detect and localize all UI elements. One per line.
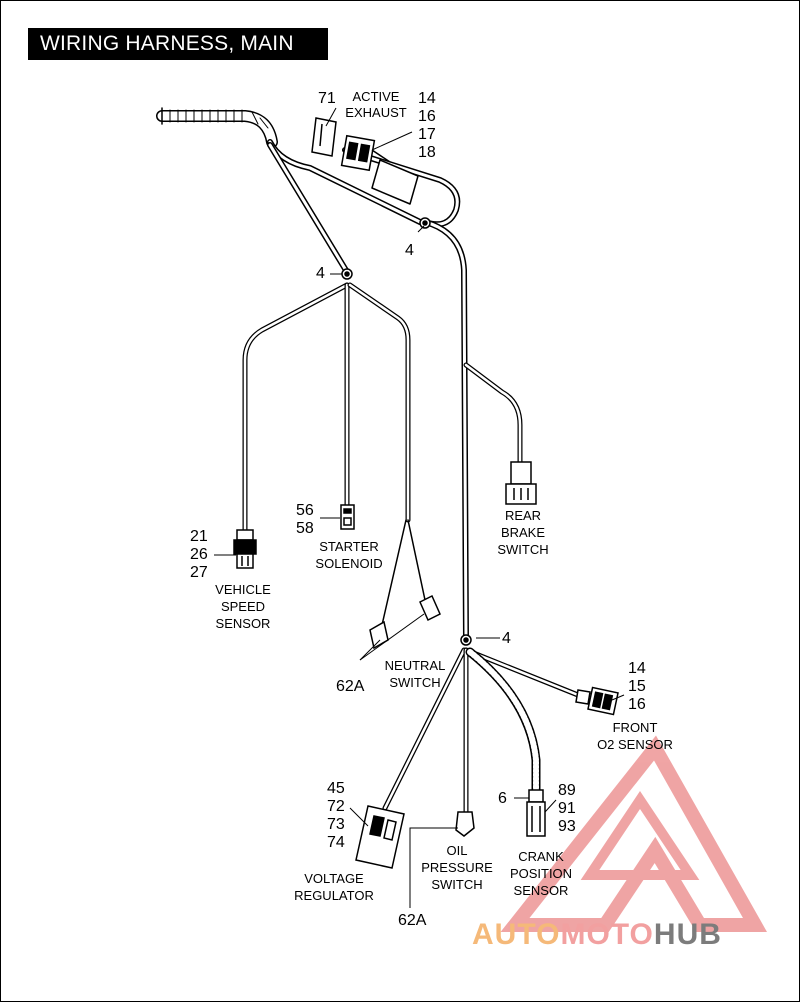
starter-label-1: STARTER bbox=[319, 539, 379, 554]
crank-ref-2: 91 bbox=[558, 800, 576, 817]
crank-label-3: SENSOR bbox=[513, 883, 569, 898]
crank-ref-3: 93 bbox=[558, 818, 576, 835]
starter-ref-2: 58 bbox=[296, 520, 314, 537]
neutral-label-2: SWITCH bbox=[389, 675, 441, 690]
starter-solenoid-terminal-icon bbox=[340, 504, 355, 530]
active-exhaust-ref-2: 16 bbox=[418, 108, 436, 125]
vss-label-2: SPEED bbox=[220, 599, 266, 614]
vss-ref-1: 21 bbox=[190, 528, 208, 545]
active-exhaust-label-2: EXHAUST bbox=[345, 105, 407, 120]
rear-brake-label-1: REAR bbox=[504, 508, 542, 523]
oil-label-1: OIL bbox=[446, 843, 468, 858]
clip-top-ref: 4 bbox=[405, 242, 414, 259]
crank-label-1: CRANK bbox=[518, 849, 564, 864]
clip-lower-icon bbox=[460, 634, 472, 646]
clip-top-icon bbox=[419, 217, 431, 229]
clip-lower-ref: 4 bbox=[502, 630, 511, 647]
vss-label-3: SENSOR bbox=[215, 616, 271, 631]
clip-mid-icon bbox=[341, 268, 353, 280]
crank-ref-1: 89 bbox=[558, 782, 576, 799]
watermark-part-3: HUB bbox=[653, 918, 722, 951]
clip-mid-ref: 4 bbox=[316, 265, 325, 282]
crank-label-2: POSITION bbox=[509, 866, 573, 881]
watermark-part-2: MOTO bbox=[560, 918, 654, 951]
neutral-switch-terminal-icon bbox=[369, 594, 441, 650]
rear-brake-label-2: BRAKE bbox=[500, 525, 546, 540]
vr-label-2: REGULATOR bbox=[294, 888, 374, 903]
o2-ref-3: 16 bbox=[628, 696, 646, 713]
active-exhaust-ref-1: 14 bbox=[418, 90, 436, 107]
vr-label-1: VOLTAGE bbox=[304, 871, 364, 886]
vr-ref-3: 73 bbox=[327, 816, 345, 833]
o2-label-2: O2 SENSOR bbox=[597, 737, 673, 752]
vss-ref-3: 27 bbox=[190, 564, 208, 581]
oil-ref: 62A bbox=[398, 912, 427, 929]
starter-ref-1: 56 bbox=[296, 502, 314, 519]
starter-label-2: SOLENOID bbox=[315, 556, 383, 571]
o2-label-1: FRONT bbox=[612, 720, 658, 735]
watermark-text: AUTOMOTOHUB bbox=[472, 918, 722, 952]
vr-ref-2: 72 bbox=[327, 798, 345, 815]
neutral-ref: 62A bbox=[336, 678, 365, 695]
active-exhaust-connector-icon bbox=[311, 117, 391, 172]
active-exhaust-ref-left: 71 bbox=[318, 90, 336, 107]
active-exhaust-ref-3: 17 bbox=[418, 126, 436, 143]
front-o2-sensor-connector-icon bbox=[575, 686, 619, 716]
neutral-label-1: NEUTRAL bbox=[384, 658, 446, 673]
voltage-regulator-connector-icon bbox=[355, 805, 405, 869]
watermark-part-1: AUTO bbox=[472, 918, 561, 951]
watermark-logo-icon bbox=[500, 735, 767, 932]
active-exhaust-label-1: ACTIVE bbox=[352, 89, 400, 104]
active-exhaust-ref-4: 18 bbox=[418, 144, 436, 161]
oil-label-3: SWITCH bbox=[431, 877, 483, 892]
rear-brake-label-3: SWITCH bbox=[497, 542, 549, 557]
o2-ref-1: 14 bbox=[628, 660, 646, 677]
vss-ref-2: 26 bbox=[190, 546, 208, 563]
crank-position-sensor-connector-icon bbox=[526, 789, 546, 837]
page-title: WIRING HARNESS, MAIN bbox=[28, 28, 328, 60]
vr-ref-4: 74 bbox=[327, 834, 345, 851]
oil-pressure-switch-terminal-icon bbox=[455, 811, 475, 837]
o2-ref-2: 15 bbox=[628, 678, 646, 695]
vr-ref-1: 45 bbox=[327, 780, 345, 797]
vehicle-speed-sensor-connector-icon bbox=[233, 529, 257, 569]
oil-label-2: PRESSURE bbox=[421, 860, 493, 875]
vss-label-1: VEHICLE bbox=[215, 582, 271, 597]
crank-ref-left: 6 bbox=[498, 790, 507, 807]
rear-brake-switch-connector-icon bbox=[505, 461, 537, 505]
